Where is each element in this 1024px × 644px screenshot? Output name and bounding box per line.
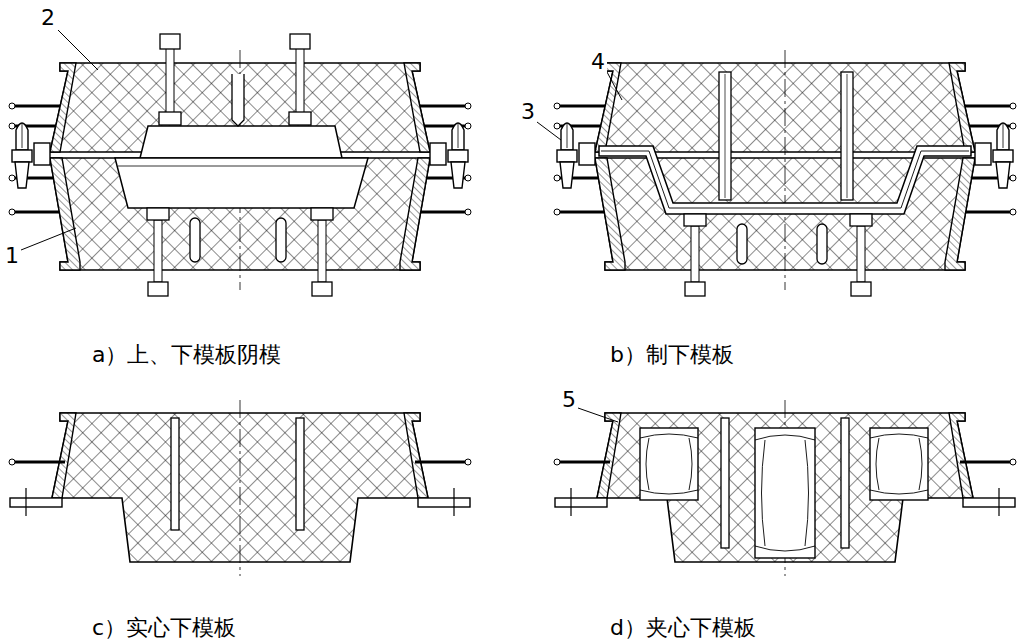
reinforcing-bar	[841, 418, 849, 548]
bolt-nut	[311, 208, 333, 220]
bolt-rod	[691, 226, 699, 282]
leader-lines	[21, 30, 622, 422]
leader-line	[607, 72, 622, 100]
panel-b	[554, 50, 1016, 296]
core-shade	[640, 434, 698, 494]
bolt-nut	[147, 208, 169, 220]
bolt-nut	[684, 214, 706, 226]
vent-slot	[737, 224, 747, 264]
insert-tube	[841, 72, 853, 200]
lower-board-flask	[554, 400, 1016, 576]
panel-c	[9, 400, 471, 576]
core-block	[755, 428, 815, 558]
upper-pattern	[140, 126, 342, 158]
vent-slot	[232, 74, 244, 126]
reinforcing-bar	[171, 418, 179, 530]
bolt-rod	[857, 226, 865, 282]
callout-number: 1	[3, 244, 21, 268]
pattern-edge	[118, 166, 365, 167]
panel-a	[9, 34, 471, 296]
vent-slot	[817, 224, 827, 264]
flask-pair	[554, 50, 1016, 290]
panel-caption: b）制下模板	[610, 343, 734, 367]
tube-shade	[725, 74, 726, 198]
callout-number: 4	[589, 50, 607, 74]
bolt-head	[685, 282, 705, 296]
bolt-head	[312, 282, 332, 296]
bolt-rod	[318, 220, 326, 282]
bolt-head	[160, 34, 180, 49]
bolt-nut	[850, 214, 872, 226]
callout-number: 3	[519, 100, 537, 124]
flask-pair	[9, 50, 471, 290]
panel-caption: a）上、下模板阴模	[92, 343, 281, 367]
bolt-rod	[166, 48, 174, 114]
callout-number: 5	[560, 388, 578, 412]
bolt-head	[148, 282, 168, 296]
leader-line	[58, 30, 98, 70]
panel-caption: d）夹心下模板	[610, 616, 756, 640]
lower-board-flask	[9, 400, 471, 576]
leader-line	[21, 228, 76, 250]
core-block	[640, 428, 698, 500]
leader-line	[578, 408, 618, 422]
bolt-rod	[154, 220, 162, 282]
callout-number: 2	[39, 6, 57, 30]
core-shade	[755, 435, 815, 551]
reinforcing-bar	[721, 418, 729, 548]
panel-caption: c）实心下模板	[92, 616, 236, 640]
vent-slot	[190, 218, 200, 262]
insert-tube	[719, 72, 731, 200]
bolt-nut	[159, 112, 181, 125]
shell-inner-line	[601, 151, 969, 208]
bolt-nut	[289, 112, 311, 125]
panel-d	[554, 400, 1016, 576]
leader-line	[537, 122, 561, 140]
core-block	[870, 428, 928, 500]
reinforcing-bar	[296, 418, 304, 530]
bolt-rod	[296, 48, 304, 114]
bolt-head	[290, 34, 310, 49]
tube-shade	[847, 74, 848, 198]
vent-slot	[276, 218, 286, 262]
lower-pattern	[115, 158, 368, 208]
bolt-head	[851, 282, 871, 296]
board-shell-layer	[599, 146, 971, 214]
core-shade	[870, 434, 928, 494]
